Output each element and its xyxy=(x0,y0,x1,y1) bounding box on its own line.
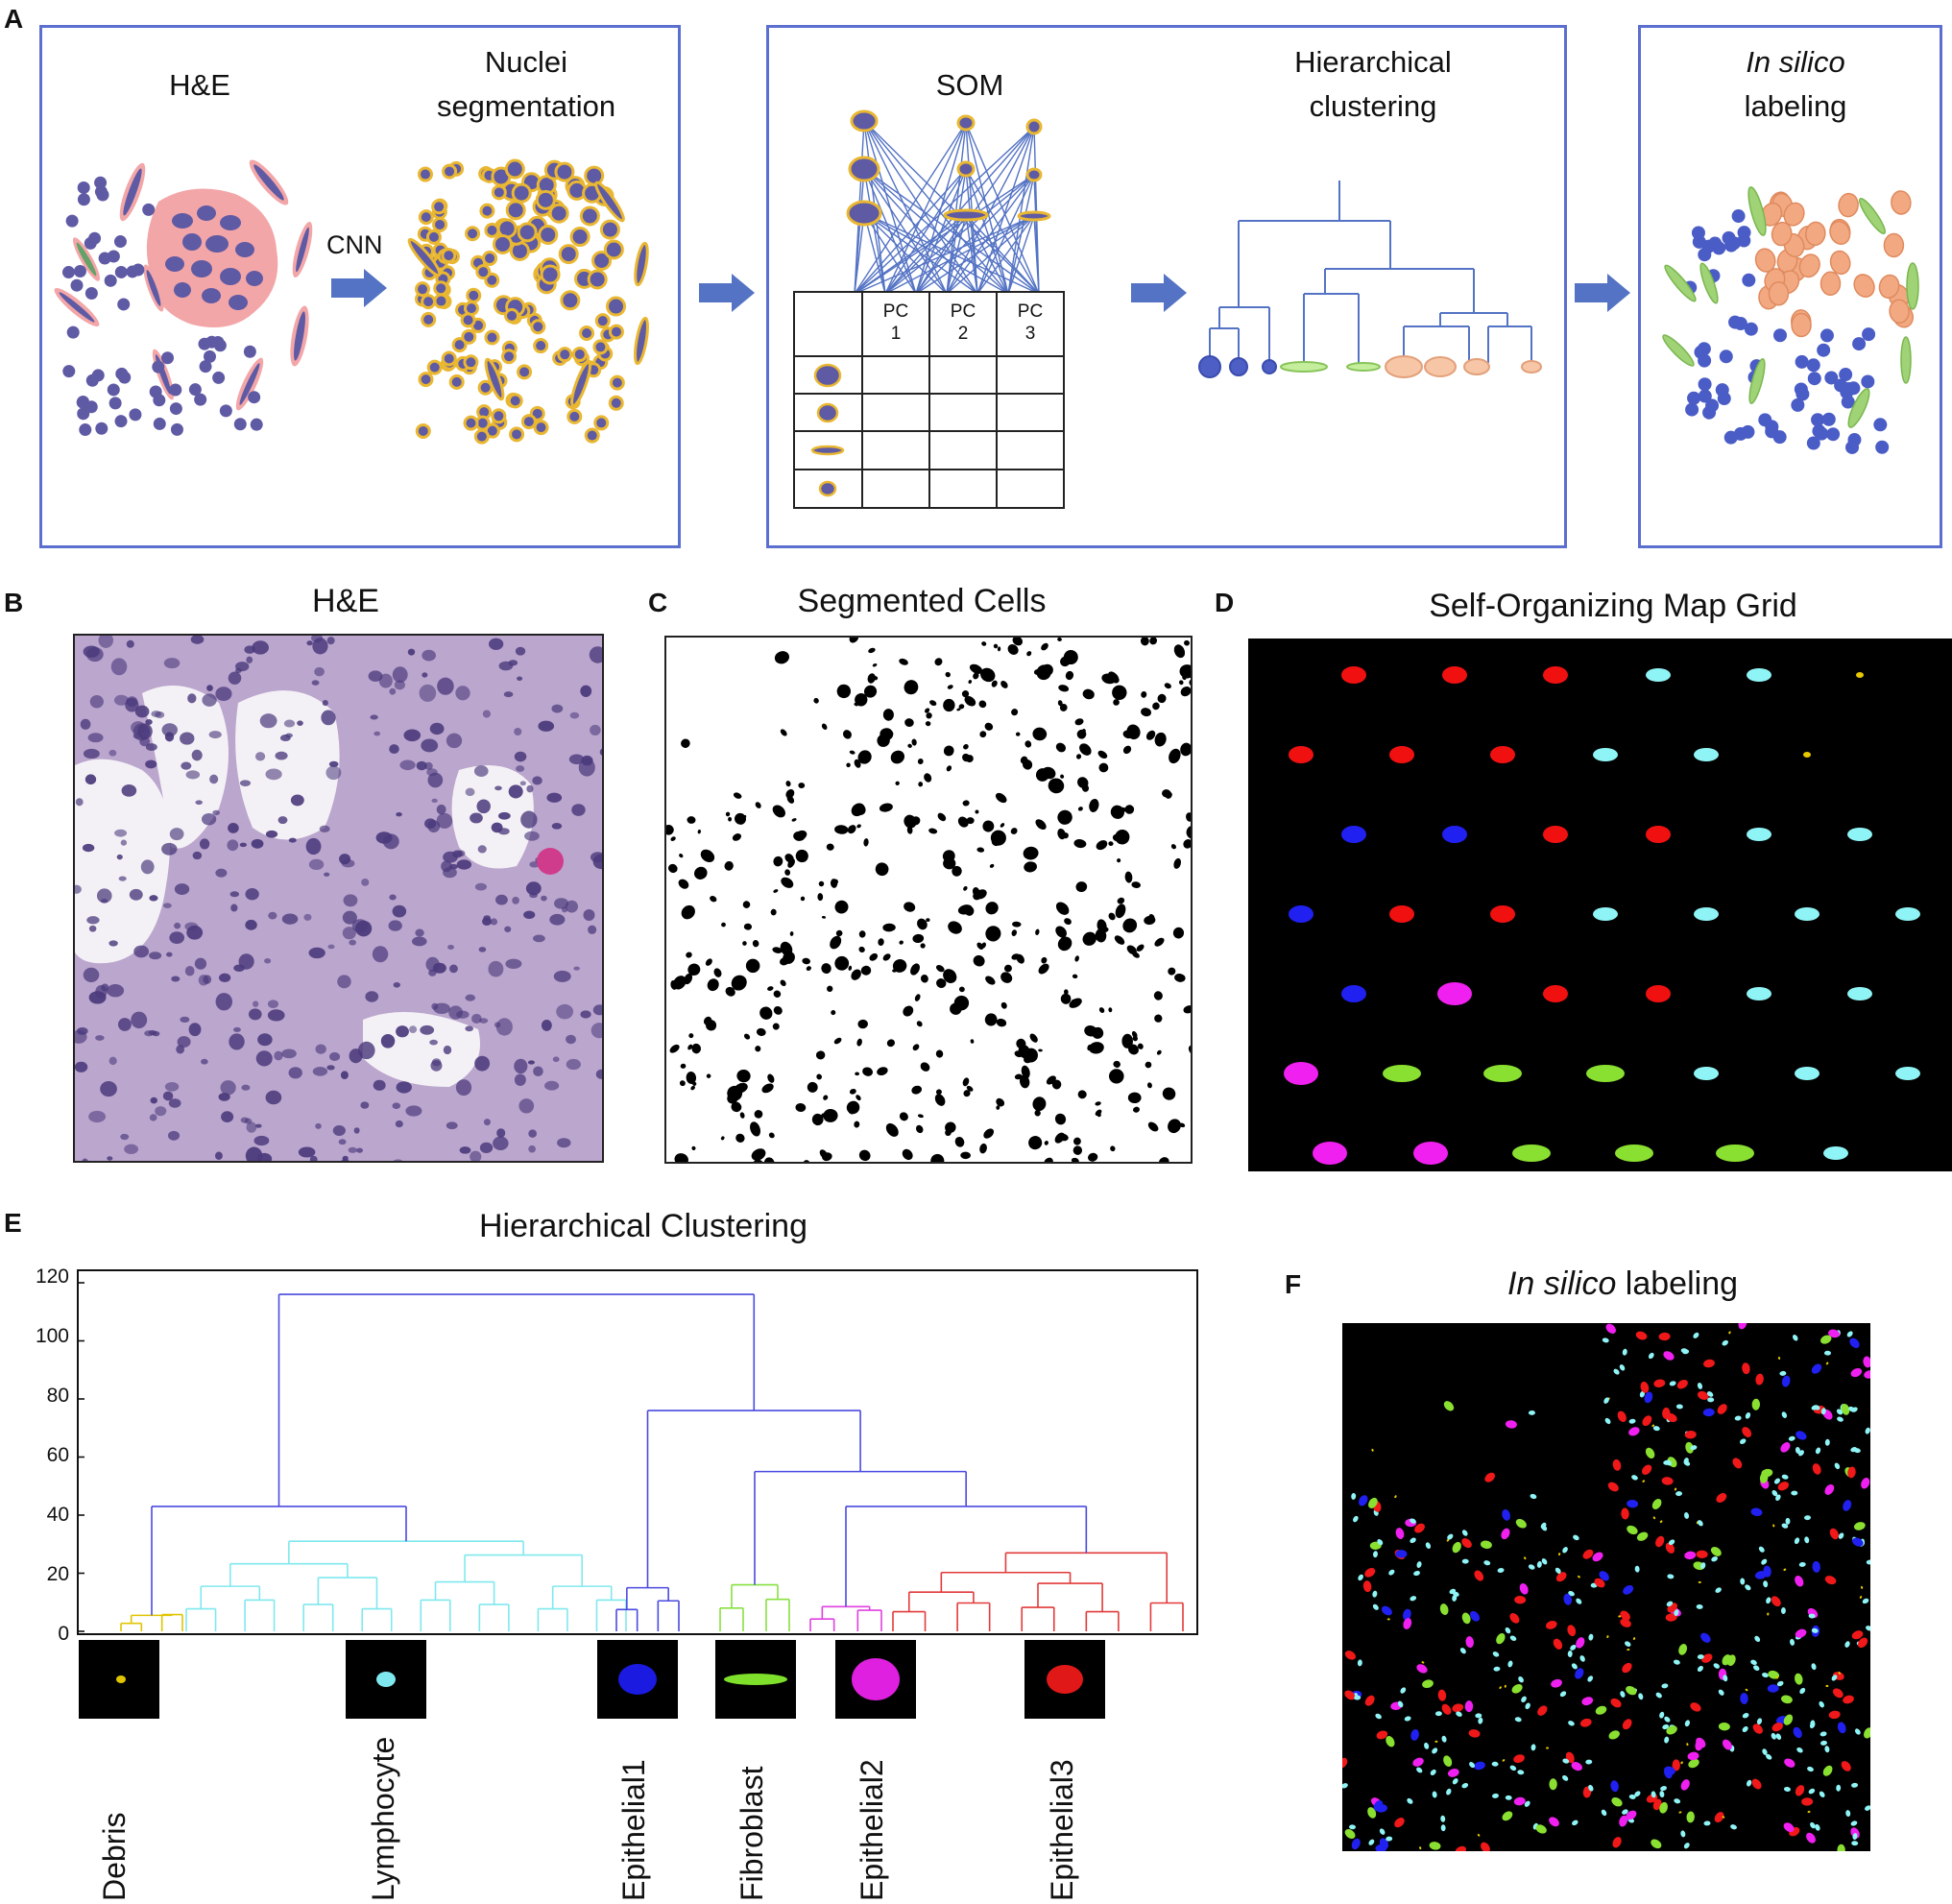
dendrogram-plot-area xyxy=(77,1269,1198,1635)
thumb-fibroblast xyxy=(715,1640,796,1719)
schematic-dendrogram xyxy=(1198,181,1542,378)
cnn-label: CNN xyxy=(326,230,383,259)
he-title: H&E xyxy=(169,68,230,102)
som-grid-image xyxy=(1248,639,1952,1171)
label-fibroblast: Fibroblast xyxy=(735,1766,769,1902)
dendrogram-chart xyxy=(79,1282,1184,1632)
thumb-debris xyxy=(79,1640,159,1719)
in-silico-labeling-image xyxy=(1337,1317,1876,1856)
thumb-lymphocyte xyxy=(346,1640,426,1719)
label-lymphocyte: Lymphocyte xyxy=(366,1736,400,1901)
y-tick-60: 60 xyxy=(46,1444,69,1466)
nuclei-segmentation-schematic xyxy=(407,158,649,445)
panel-d-label: D xyxy=(1215,588,1235,617)
panel-a-box-2 xyxy=(766,25,1567,548)
y-tick-40: 40 xyxy=(46,1504,69,1526)
panel-e-title: Hierarchical Clustering xyxy=(478,1208,807,1244)
label-epithelial1: Epithelial1 xyxy=(616,1759,651,1901)
label-epithelial2: Epithelial2 xyxy=(855,1759,889,1901)
in-silico-labeling-title: In silico labeling xyxy=(1671,40,1920,129)
panel-b-label: B xyxy=(4,588,24,617)
y-tick-80: 80 xyxy=(46,1385,69,1407)
he-histology-image xyxy=(73,634,604,1163)
pc-header-2: PC 2 xyxy=(950,301,976,344)
thumb-epithelial3 xyxy=(1024,1640,1105,1719)
flow-arrow-1 xyxy=(699,274,755,312)
pc-header-3: PC 3 xyxy=(1017,301,1044,344)
flow-arrow-3 xyxy=(1575,274,1630,312)
pc-header-1: PC 1 xyxy=(882,301,909,344)
y-tick-20: 20 xyxy=(46,1563,69,1585)
pc-table xyxy=(793,291,1065,509)
panel-a-box-1 xyxy=(39,25,681,548)
panel-a-label: A xyxy=(4,4,24,34)
panel-f-title: In silico labeling xyxy=(1431,1265,1815,1303)
hierarchical-clustering-title: Hierarchical clustering xyxy=(1294,45,1452,123)
segmented-cells-image xyxy=(664,636,1193,1164)
panel-f-title-rest: labeling xyxy=(1616,1265,1739,1302)
y-tick-120: 120 xyxy=(35,1265,69,1288)
in-silico-schematic xyxy=(1662,186,1919,454)
panel-f-label: F xyxy=(1285,1269,1302,1299)
cnn-arrow xyxy=(331,269,387,307)
panel-c-label: C xyxy=(648,588,668,617)
som-network xyxy=(846,109,1051,295)
panel-b-title: H&E xyxy=(312,583,379,619)
thumb-epithelial1 xyxy=(597,1640,678,1719)
panel-f-title-italic: In silico xyxy=(1506,1265,1617,1302)
label-debris: Debris xyxy=(97,1812,132,1901)
panel-d-title: Self-Organizing Map Grid xyxy=(1429,588,1797,624)
thumb-epithelial2 xyxy=(835,1640,916,1719)
flow-arrow-2 xyxy=(1131,274,1187,312)
panel-e-label: E xyxy=(4,1208,22,1238)
nuclei-segmentation-title: Nuclei segmentation xyxy=(436,45,616,123)
panel-a-box-3 xyxy=(1638,25,1942,548)
y-tick-0: 0 xyxy=(58,1623,69,1645)
panel-c-title: Segmented Cells xyxy=(797,583,1047,619)
in-silico-italic: In silico xyxy=(1746,45,1845,79)
labeling-text: labeling xyxy=(1744,89,1847,123)
som-title: SOM xyxy=(935,68,1004,102)
label-epithelial3: Epithelial3 xyxy=(1045,1759,1079,1901)
y-tick-100: 100 xyxy=(35,1325,69,1347)
he-schematic xyxy=(54,159,313,437)
